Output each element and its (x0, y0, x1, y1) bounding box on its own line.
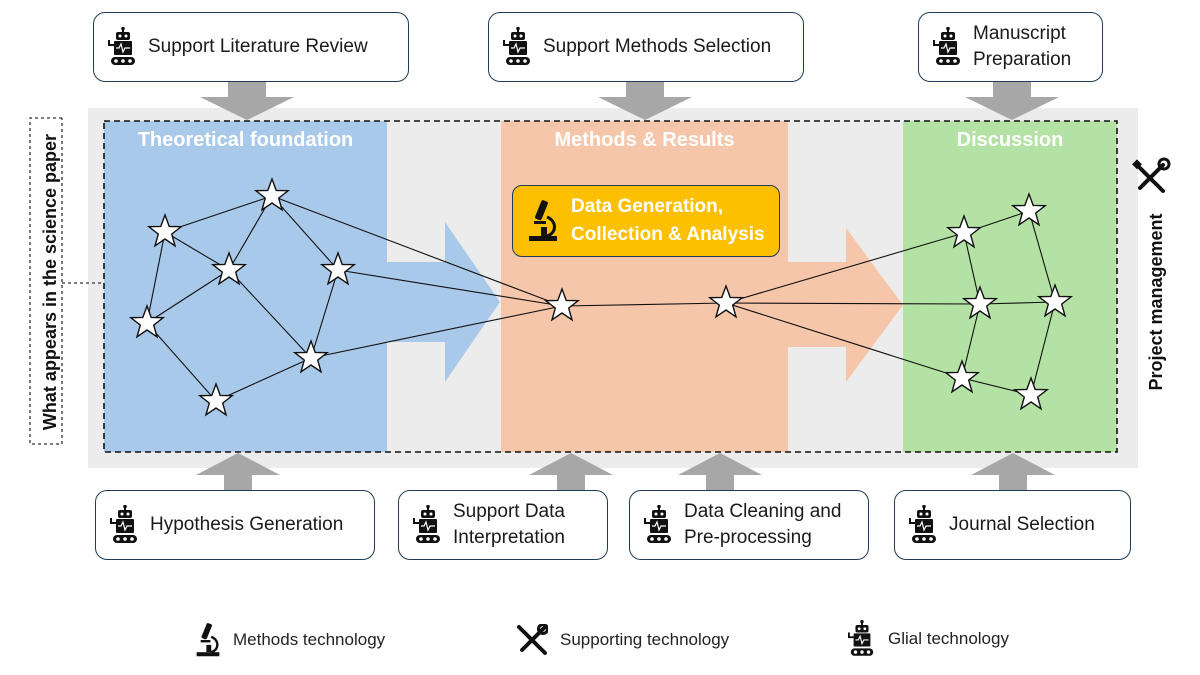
support-data-interpretation-label: Support Data Interpretation (453, 501, 565, 548)
robot-icon (644, 505, 671, 543)
robot-icon (108, 27, 135, 65)
data-generation-box: Data Generation, Collection & Analysis (512, 185, 780, 257)
hypothesis-generation-label: Hypothesis Generation (150, 514, 344, 535)
arrow-journal (971, 453, 1055, 490)
robot-icon (848, 620, 874, 656)
legend-methods-label: Methods technology (233, 630, 386, 649)
data-generation-label: Data Generation, Collection & Analysis (571, 196, 765, 245)
microscope-icon (196, 623, 220, 657)
journal-selection-box: Journal Selection (894, 490, 1131, 560)
legend-supporting: Supporting technology (516, 624, 729, 656)
legend-methods: Methods technology (195, 620, 385, 660)
paper-side-label: What appears in the science paper (40, 133, 60, 431)
robot-icon (503, 27, 530, 65)
robot-icon (413, 505, 440, 543)
paper-outline (103, 120, 1118, 453)
left-bracket (29, 117, 63, 445)
arrow-hypothesis (196, 453, 280, 490)
robot-icon (110, 505, 137, 543)
microscope-icon (529, 200, 557, 241)
manuscript-preparation-box: Manuscript Preparation (918, 12, 1103, 82)
theoretical-section (104, 121, 387, 452)
discussion-section (903, 121, 1117, 452)
arrow-methods-selection (598, 82, 692, 120)
legend-supporting-label: Supporting technology (560, 630, 730, 649)
flow-arrow-blue (387, 222, 500, 382)
arrow-literature (200, 82, 294, 120)
manuscript-preparation-label: Manuscript Preparation (973, 23, 1072, 70)
arrow-cleaning (678, 453, 762, 490)
methods-title: Methods & Results (554, 129, 735, 151)
arrow-manuscript (965, 82, 1059, 120)
wrench-screwdriver-icon (1132, 157, 1171, 193)
support-literature-review-label: Support Literature Review (148, 36, 368, 57)
legend-glial-label: Glial technology (888, 629, 1009, 648)
wrench-screwdriver-icon (517, 624, 548, 655)
robot-icon (909, 505, 936, 543)
theoretical-title: Theoretical foundation (137, 129, 354, 151)
support-methods-selection-label: Support Methods Selection (543, 36, 772, 57)
arrow-interpretation (529, 453, 613, 490)
support-data-interpretation-box: Support Data Interpretation (398, 490, 608, 560)
support-methods-selection-box: Support Methods Selection (488, 12, 804, 82)
project-management-label: Project management (1146, 213, 1166, 391)
data-cleaning-box: Data Cleaning and Pre-processing (629, 490, 869, 560)
discussion-title: Discussion (956, 129, 1064, 151)
flow-arrow-peach (788, 228, 903, 382)
legend-glial: Glial technology (848, 620, 1009, 658)
support-literature-review-box: Support Literature Review (93, 12, 409, 82)
methods-section (501, 121, 788, 452)
journal-selection-label: Journal Selection (949, 514, 1095, 535)
robot-icon (933, 27, 960, 65)
data-cleaning-label: Data Cleaning and Pre-processing (684, 501, 842, 548)
hypothesis-generation-box: Hypothesis Generation (95, 490, 375, 560)
